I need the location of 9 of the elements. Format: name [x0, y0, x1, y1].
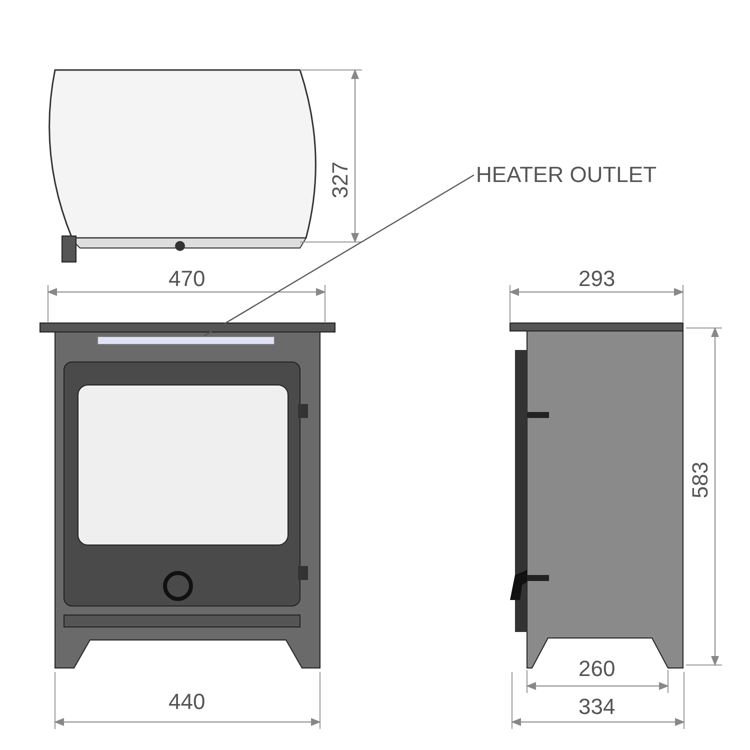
callout-label: HEATER OUTLET: [476, 164, 657, 186]
dimension-label: 334: [578, 696, 616, 718]
dimension-label: 260: [578, 658, 616, 680]
dimension-label: 583: [688, 462, 711, 498]
dimension-label: 470: [168, 268, 206, 290]
dimension-label: 440: [168, 691, 206, 713]
dimension-label: 327: [328, 162, 351, 198]
heater-outlet-slot: [97, 336, 275, 345]
dimension-label: 293: [578, 268, 616, 290]
